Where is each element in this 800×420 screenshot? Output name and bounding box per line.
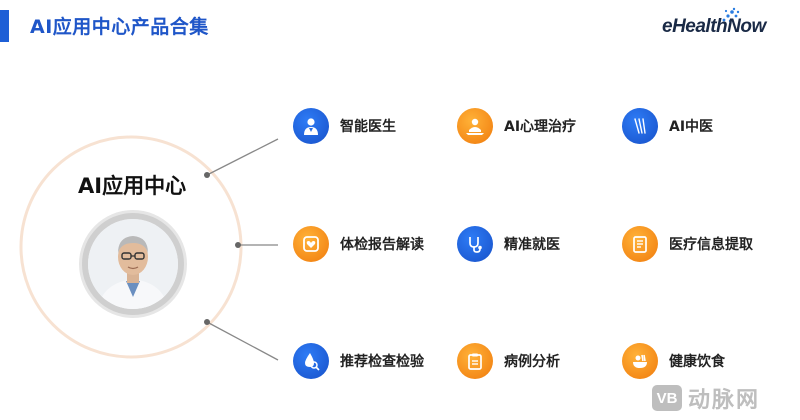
product-label: 医疗信息提取 bbox=[669, 237, 753, 253]
product-checkup-report[interactable]: 体检报告解读 bbox=[293, 224, 424, 264]
product-medical-info-extract[interactable]: 医疗信息提取 bbox=[622, 224, 753, 264]
watermark-text: 动脉网 bbox=[688, 388, 761, 413]
center-title: AI应用中心 bbox=[78, 174, 187, 198]
product-ai-tcm[interactable]: AI中医 bbox=[622, 106, 713, 146]
ehealthnow-logo: eHealthNow bbox=[662, 16, 766, 37]
product-label: 推荐检查检验 bbox=[340, 354, 424, 370]
psychology-icon bbox=[457, 108, 493, 144]
title-accent-bar bbox=[0, 10, 9, 42]
watermark: VB 动脉网 bbox=[652, 382, 760, 414]
product-precise-care[interactable]: 精准就医 bbox=[457, 224, 560, 264]
document-icon bbox=[622, 226, 658, 262]
product-ai-psychotherapy[interactable]: AI心理治疗 bbox=[457, 106, 576, 146]
product-recommend-tests[interactable]: 推荐检查检验 bbox=[293, 341, 424, 381]
acupuncture-icon bbox=[622, 108, 658, 144]
stethoscope-icon bbox=[457, 226, 493, 262]
product-label: AI中医 bbox=[669, 119, 714, 135]
watermark-badge: VB bbox=[652, 385, 682, 411]
drop-search-icon bbox=[293, 343, 329, 379]
page-title: AI应用中心产品合集 bbox=[30, 16, 209, 38]
product-label: 体检报告解读 bbox=[340, 237, 424, 253]
product-case-analysis[interactable]: 病例分析 bbox=[457, 341, 560, 381]
product-label: 病例分析 bbox=[504, 354, 560, 370]
doctor-icon bbox=[293, 108, 329, 144]
clipboard-icon bbox=[457, 343, 493, 379]
food-icon bbox=[622, 343, 658, 379]
doctor-avatar bbox=[88, 219, 178, 309]
product-label: AI心理治疗 bbox=[504, 119, 577, 135]
product-label: 精准就医 bbox=[504, 237, 560, 253]
doctor-portrait-icon bbox=[88, 219, 178, 309]
product-label: 健康饮食 bbox=[669, 354, 725, 370]
product-label: 智能医生 bbox=[340, 119, 396, 135]
logo-dots-icon bbox=[722, 7, 740, 23]
product-healthy-diet[interactable]: 健康饮食 bbox=[622, 341, 725, 381]
report-heart-icon bbox=[293, 226, 329, 262]
product-smart-doctor[interactable]: 智能医生 bbox=[293, 106, 396, 146]
